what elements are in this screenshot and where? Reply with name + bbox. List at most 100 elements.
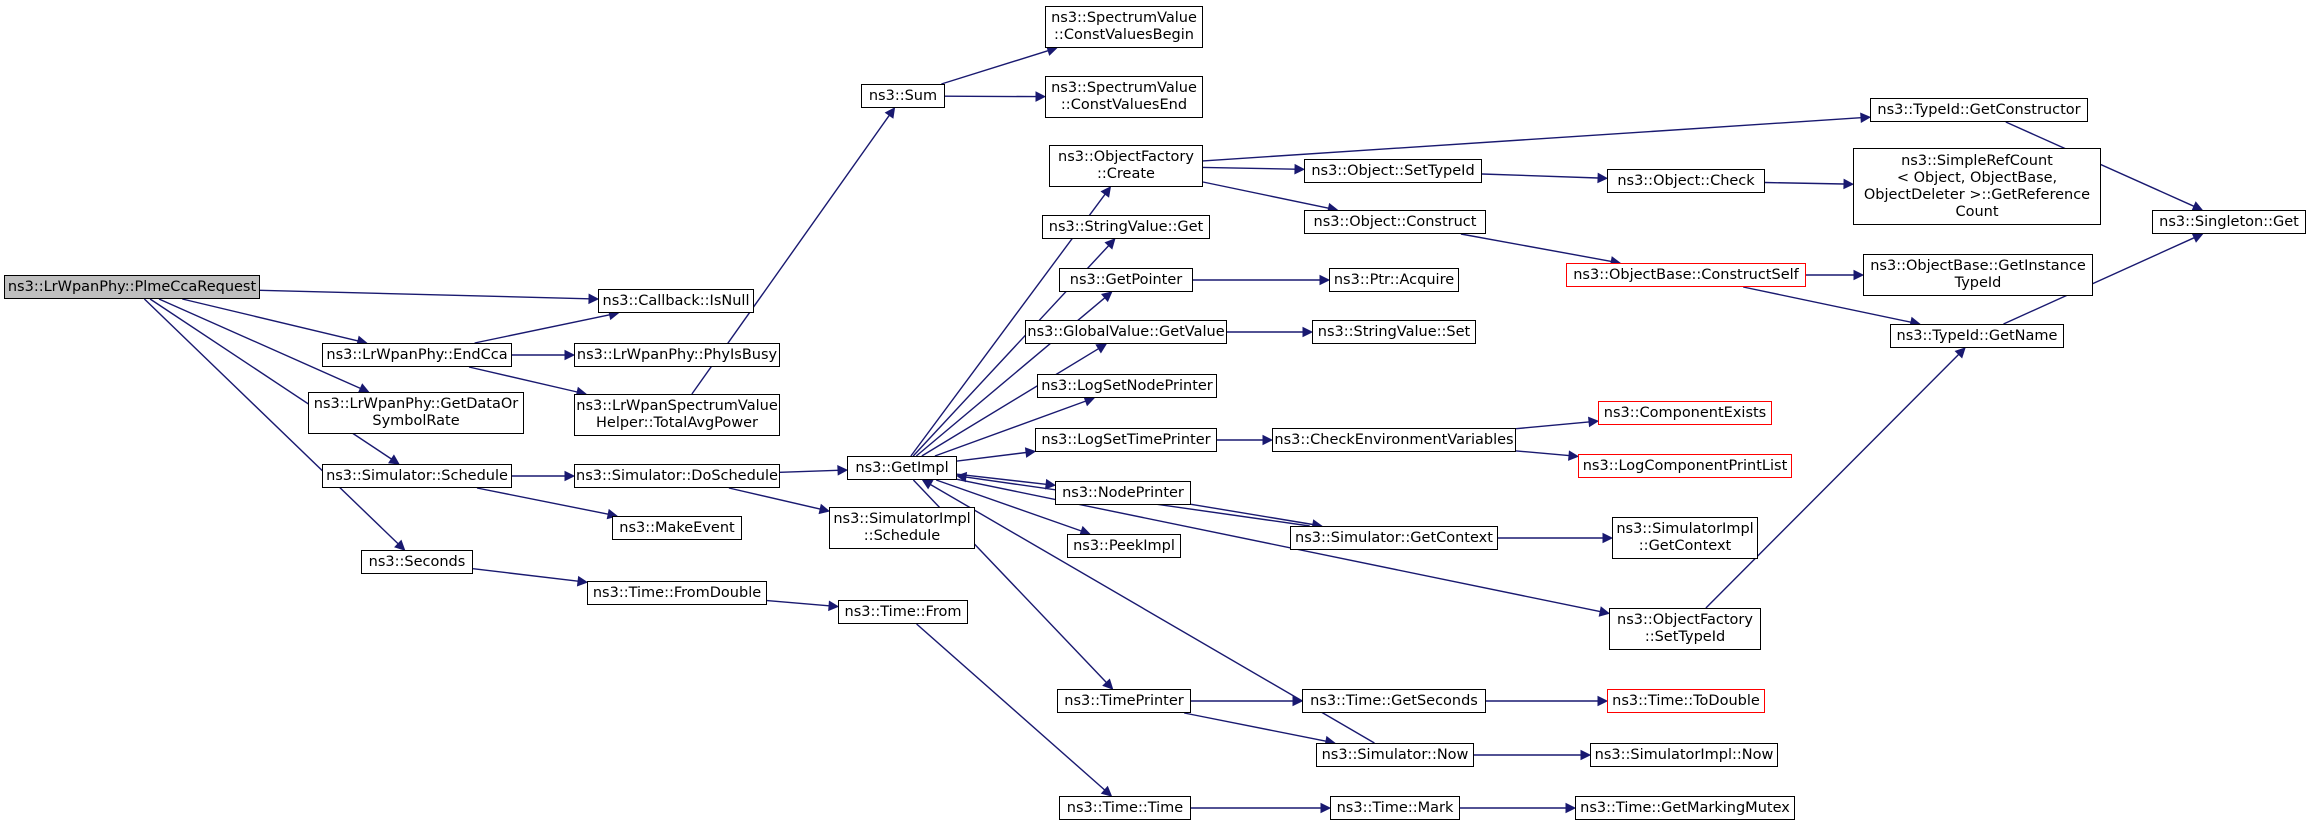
arrowhead-getimpl-to-stringvalue_get	[1104, 238, 1116, 250]
node-plme-cca-request: ns3::LrWpanPhy::PlmeCcaRequest	[4, 275, 260, 299]
arrowhead-getimpl-to-globalvalue_getvalue	[1095, 343, 1108, 354]
node-object-construct[interactable]: ns3::Object::Construct	[1304, 210, 1486, 234]
node-callback-isnull[interactable]: ns3::Callback::IsNull	[598, 289, 754, 313]
node-time-getmarkingmutex[interactable]: ns3::Time::GetMarkingMutex	[1575, 796, 1795, 820]
node-make-event[interactable]: ns3::MakeEvent	[612, 516, 742, 540]
arrowhead-getpointer-to-ptr_acquire	[1319, 274, 1331, 286]
arrowhead-simulator_getcontext-to-getimpl	[955, 471, 968, 483]
edge-end_cca-to-callback_isnull	[474, 314, 610, 344]
node-end-cca[interactable]: ns3::LrWpanPhy::EndCca	[322, 343, 512, 367]
edge-time_fromdouble-to-time_from	[766, 599, 830, 607]
node-object-settypeid[interactable]: ns3::Object::SetTypeId	[1304, 159, 1482, 183]
node-stringvalue-set[interactable]: ns3::StringValue::Set	[1312, 320, 1476, 344]
arrowhead-check_env_vars-to-log_component_print_list	[1568, 450, 1580, 461]
edge-check_env_vars-to-log_component_print_list	[1515, 450, 1570, 457]
arrowhead-timeprinter-to-time_getseconds	[1292, 695, 1304, 707]
arrowhead-objectfactory_settypeid-to-typeid_getname	[1954, 347, 1966, 359]
node-nodeprinter[interactable]: ns3::NodePrinter	[1055, 481, 1191, 505]
node-object-check[interactable]: ns3::Object::Check	[1607, 169, 1765, 193]
arrowhead-getimpl-to-logsetnodeprinter	[1083, 396, 1096, 407]
node-time-fromdouble[interactable]: ns3::Time::FromDouble	[587, 581, 767, 605]
node-const-values-end[interactable]: ns3::SpectrumValue ::ConstValuesEnd	[1045, 76, 1203, 118]
node-logsetnodeprinter[interactable]: ns3::LogSetNodePrinter	[1037, 374, 1217, 398]
arrowhead-globalvalue_getvalue-to-stringvalue_set	[1302, 326, 1314, 338]
node-simulator-getcontext[interactable]: ns3::Simulator::GetContext	[1290, 526, 1498, 550]
edge-getimpl-to-logsettimeprinter	[956, 451, 1027, 462]
node-simplerefcount-getreferencecount[interactable]: ns3::SimpleRefCount < Object, ObjectBase…	[1853, 148, 2101, 225]
node-const-values-begin[interactable]: ns3::SpectrumValue ::ConstValuesBegin	[1045, 6, 1203, 48]
edge-timeprinter-to-simulator_now	[1184, 712, 1327, 742]
node-ptr-acquire[interactable]: ns3::Ptr::Acquire	[1329, 268, 1459, 292]
edge-getimpl-to-objectfactory_settypeid	[956, 478, 1601, 613]
edge-objectfactory_settypeid-to-typeid_getname	[1705, 353, 1960, 609]
node-simulator-doschedule[interactable]: ns3::Simulator::DoSchedule	[574, 464, 780, 488]
edge-check_env_vars-to-component_exists	[1515, 421, 1590, 430]
edge-objectfactory_create-to-typeid_getconstructor	[1202, 117, 1862, 162]
node-time-from[interactable]: ns3::Time::From	[838, 600, 968, 624]
arrowhead-getimpl-to-timeprinter	[1102, 678, 1114, 690]
node-stringvalue-get[interactable]: ns3::StringValue::Get	[1042, 215, 1210, 239]
node-simulatorimpl-now[interactable]: ns3::SimulatorImpl::Now	[1590, 743, 1778, 767]
arrowhead-simulator_getcontext-to-simulatorimpl_getcontext	[1602, 532, 1614, 544]
edge-objectfactory_create-to-object_settypeid	[1202, 166, 1296, 170]
arrowhead-getimpl-to-objectfactory_settypeid	[1598, 606, 1611, 617]
edge-plme_cca_request-to-end_cca	[182, 298, 359, 342]
node-objectbase-constructself[interactable]: ns3::ObjectBase::ConstructSelf	[1566, 263, 1806, 287]
node-objectfactory-settypeid[interactable]: ns3::ObjectFactory ::SetTypeId	[1609, 608, 1761, 650]
node-singleton-get[interactable]: ns3::Singleton::Get	[2152, 210, 2306, 234]
arrowhead-objectfactory_create-to-object_settypeid	[1294, 163, 1306, 175]
arrowhead-object_check-to-simplerefcount	[1843, 178, 1855, 190]
arrowhead-objectfactory_create-to-typeid_getconstructor	[1860, 112, 1872, 124]
node-typeid-getconstructor[interactable]: ns3::TypeId::GetConstructor	[1870, 98, 2088, 122]
node-timeprinter[interactable]: ns3::TimePrinter	[1057, 689, 1191, 713]
node-typeid-getname[interactable]: ns3::TypeId::GetName	[1890, 324, 2064, 348]
edge-plme_cca_request-to-simulator_schedule	[149, 298, 392, 460]
arrowhead-plme_cca_request-to-callback_isnull	[588, 293, 600, 305]
node-objectbase-getinstancetypeid[interactable]: ns3::ObjectBase::GetInstance TypeId	[1863, 254, 2093, 296]
node-time-time[interactable]: ns3::Time::Time	[1059, 796, 1191, 820]
arrowhead-time_getseconds-to-time_todouble	[1597, 695, 1609, 707]
arrowhead-time_time-to-time_mark	[1320, 802, 1332, 814]
node-time-getseconds[interactable]: ns3::Time::GetSeconds	[1302, 689, 1486, 713]
arrowhead-seconds-to-time_fromdouble	[576, 575, 589, 587]
node-simulatorimpl-schedule[interactable]: ns3::SimulatorImpl ::Schedule	[829, 507, 975, 549]
arrowhead-getimpl-to-getpointer	[1100, 291, 1113, 303]
node-seconds[interactable]: ns3::Seconds	[361, 550, 473, 574]
arrowhead-time_fromdouble-to-time_from	[828, 600, 840, 612]
edge-sum-to-const_values_begin	[941, 50, 1049, 85]
arrowhead-simulator_doschedule-to-simulatorimpl_schedule	[818, 503, 831, 515]
node-getimpl[interactable]: ns3::GetImpl	[847, 456, 957, 480]
node-component-exists[interactable]: ns3::ComponentExists	[1598, 401, 1772, 425]
node-get-data-or-symbol-rate[interactable]: ns3::LrWpanPhy::GetDataOr SymbolRate	[308, 392, 524, 434]
arrowhead-total_avg_power-to-sum	[884, 107, 896, 119]
arrowhead-time_from-to-time_time	[1100, 785, 1113, 797]
edge-object_settypeid-to-object_check	[1481, 173, 1599, 179]
node-time-mark[interactable]: ns3::Time::Mark	[1330, 796, 1460, 820]
arrowhead-typeid_getname-to-singleton_get	[2191, 233, 2204, 243]
node-check-environment-variables[interactable]: ns3::CheckEnvironmentVariables	[1272, 428, 1516, 452]
node-simulator-now[interactable]: ns3::Simulator::Now	[1316, 743, 1474, 767]
node-total-avg-power[interactable]: ns3::LrWpanSpectrumValue Helper::TotalAv…	[574, 394, 780, 436]
arrowhead-logsettimeprinter-to-check_env_vars	[1262, 434, 1274, 446]
arrowhead-end_cca-to-phy_is_busy	[564, 349, 576, 361]
node-log-component-print-list[interactable]: ns3::LogComponentPrintList	[1578, 454, 1792, 478]
edge-plme_cca_request-to-callback_isnull	[259, 289, 590, 300]
arrowhead-simulator_now-to-simulatorimpl_now	[1580, 749, 1592, 761]
node-logsettimeprinter[interactable]: ns3::LogSetTimePrinter	[1035, 428, 1217, 452]
edge-object_check-to-simplerefcount	[1764, 181, 1845, 185]
edge-simulator_doschedule-to-getimpl	[779, 469, 839, 473]
node-phy-is-busy[interactable]: ns3::LrWpanPhy::PhyIsBusy	[574, 343, 780, 367]
node-time-todouble[interactable]: ns3::Time::ToDouble	[1607, 689, 1765, 713]
edge-simulator_doschedule-to-simulatorimpl_schedule	[728, 487, 821, 510]
node-sum[interactable]: ns3::Sum	[861, 84, 945, 108]
node-getpointer[interactable]: ns3::GetPointer	[1059, 268, 1193, 292]
node-simulator-schedule[interactable]: ns3::Simulator::Schedule	[322, 464, 512, 488]
node-globalvalue-getvalue[interactable]: ns3::GlobalValue::GetValue	[1025, 320, 1227, 344]
arrowhead-getimpl-to-logsettimeprinter	[1024, 447, 1037, 458]
node-objectfactory-create[interactable]: ns3::ObjectFactory ::Create	[1049, 145, 1203, 187]
edge-simulator_schedule-to-make_event	[476, 487, 609, 515]
arrowhead-time_mark-to-time_getmarkingmutex	[1565, 802, 1577, 814]
node-peekimpl[interactable]: ns3::PeekImpl	[1067, 534, 1181, 558]
node-simulatorimpl-getcontext[interactable]: ns3::SimulatorImpl ::GetContext	[1612, 517, 1758, 559]
